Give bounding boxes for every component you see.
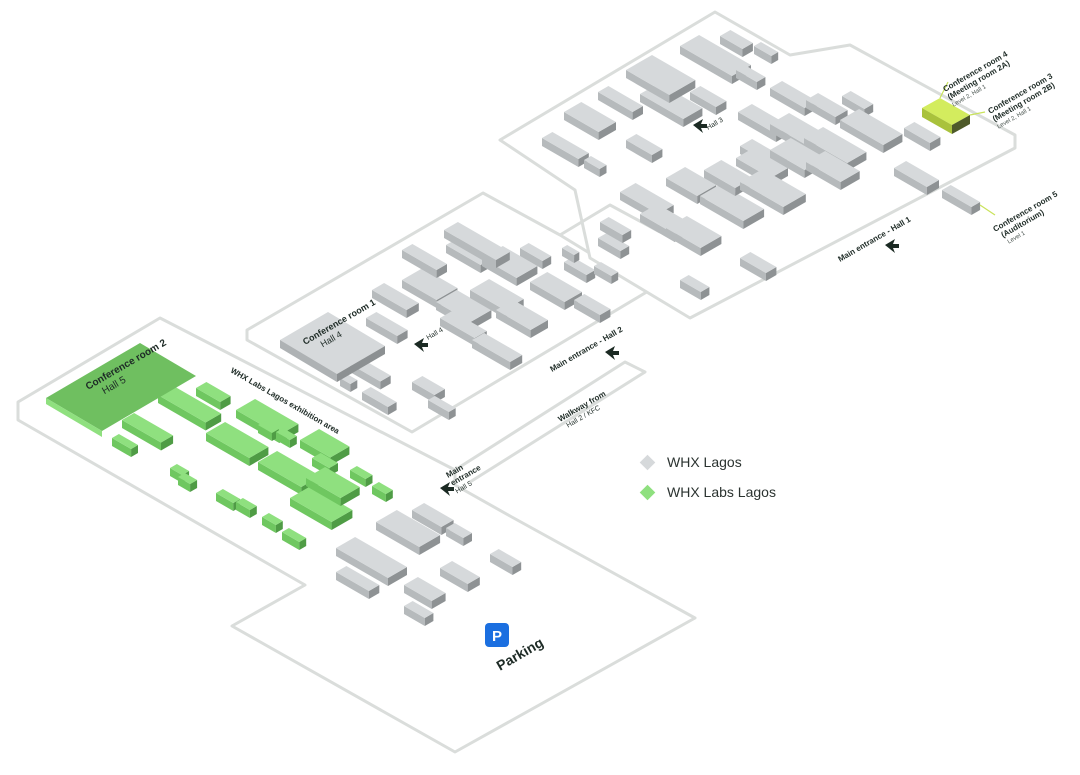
- whx-booth: [444, 222, 510, 268]
- labs-booth: [178, 473, 198, 492]
- whx-booth: [690, 86, 727, 115]
- whx-booth: [720, 30, 753, 57]
- legend-item-whx-labs-lagos: WHX Labs Lagos: [639, 482, 776, 502]
- whx-booth: [402, 244, 447, 278]
- whx-booth: [496, 300, 548, 338]
- labs-booth: [350, 466, 373, 487]
- whx-booth: [372, 283, 419, 318]
- whx-booth: [754, 42, 779, 64]
- whx-booth: [542, 132, 589, 167]
- whx-booth: [904, 122, 941, 151]
- whx-booth: [574, 294, 611, 323]
- labs-booth: [276, 428, 297, 448]
- whx-booth: [404, 601, 434, 626]
- arrow-up-icon: [885, 239, 899, 253]
- whx-booth: [376, 510, 441, 555]
- whx-booth: [840, 109, 903, 153]
- legend-swatch-grey: [639, 454, 656, 470]
- whx-booth: [428, 396, 456, 420]
- labs-booth: [112, 434, 138, 457]
- whx-booth: [530, 272, 582, 310]
- arrow-up-icon: [414, 338, 428, 352]
- leader-lines: [939, 81, 996, 216]
- whx-booth: [366, 312, 408, 344]
- whx-booth: [740, 169, 806, 215]
- whx-booth: [564, 102, 616, 140]
- arrow-up-icon: [693, 119, 707, 133]
- whx-booth: [584, 156, 607, 177]
- whx-booth: [680, 275, 710, 300]
- labs-booth: [158, 386, 222, 431]
- entrance-arrows: [414, 119, 899, 496]
- whx-booth: [598, 233, 630, 259]
- whx-booth: [404, 577, 446, 609]
- whx-booth: [700, 184, 765, 229]
- whx-booth: [806, 151, 860, 190]
- arrow-up-icon: [605, 346, 619, 360]
- conference-room-2-block: [46, 343, 196, 437]
- whx-booth: [736, 65, 766, 90]
- legend-label: WHX Labs Lagos: [667, 484, 776, 500]
- whx-booth: [740, 252, 777, 281]
- whx-booth: [598, 86, 643, 120]
- hall-5-floor: [16, 316, 697, 754]
- arrow-up-icon: [440, 482, 454, 496]
- labs-booth: [372, 482, 393, 502]
- whx-booth: [626, 134, 663, 163]
- labs-booth: [122, 413, 174, 451]
- labs-booth: [290, 486, 353, 530]
- whx-booth: [362, 387, 397, 415]
- conference-room-1-block: [280, 312, 385, 382]
- whx-booth: [806, 93, 848, 125]
- labs-booth: [196, 382, 231, 410]
- whx-booth: [894, 161, 939, 195]
- conference-rooms-3-4-block: [922, 98, 970, 134]
- whx-booth: [446, 523, 472, 546]
- labs-booth: [206, 422, 269, 466]
- legend-swatch-green: [639, 484, 656, 500]
- labs-booth: [306, 467, 360, 506]
- parking-icon-letter: P: [492, 628, 502, 645]
- labs-booth: [282, 528, 307, 550]
- labs-booth: [262, 513, 283, 533]
- whx-booth: [562, 245, 580, 263]
- booths: [112, 30, 981, 626]
- whx-booth: [666, 216, 722, 256]
- map-legend: WHX Lagos WHX Labs Lagos: [639, 452, 776, 512]
- whx-booth: [626, 55, 696, 103]
- whx-booth: [520, 243, 552, 269]
- legend-item-whx-lagos: WHX Lagos: [639, 452, 776, 472]
- legend-label: WHX Lagos: [667, 454, 742, 470]
- whx-booth: [594, 262, 619, 284]
- walkway-hall2-hall5: [454, 360, 647, 484]
- whx-booth: [942, 185, 981, 215]
- labs-booth: [236, 498, 257, 518]
- whx-booth: [340, 374, 358, 392]
- whx-booth: [336, 566, 380, 599]
- whx-booth: [472, 333, 523, 370]
- parking-icon: [485, 623, 509, 647]
- whx-booth: [600, 217, 632, 243]
- whx-booth: [440, 561, 480, 592]
- whx-booth: [336, 537, 407, 586]
- whx-booth: [490, 549, 522, 575]
